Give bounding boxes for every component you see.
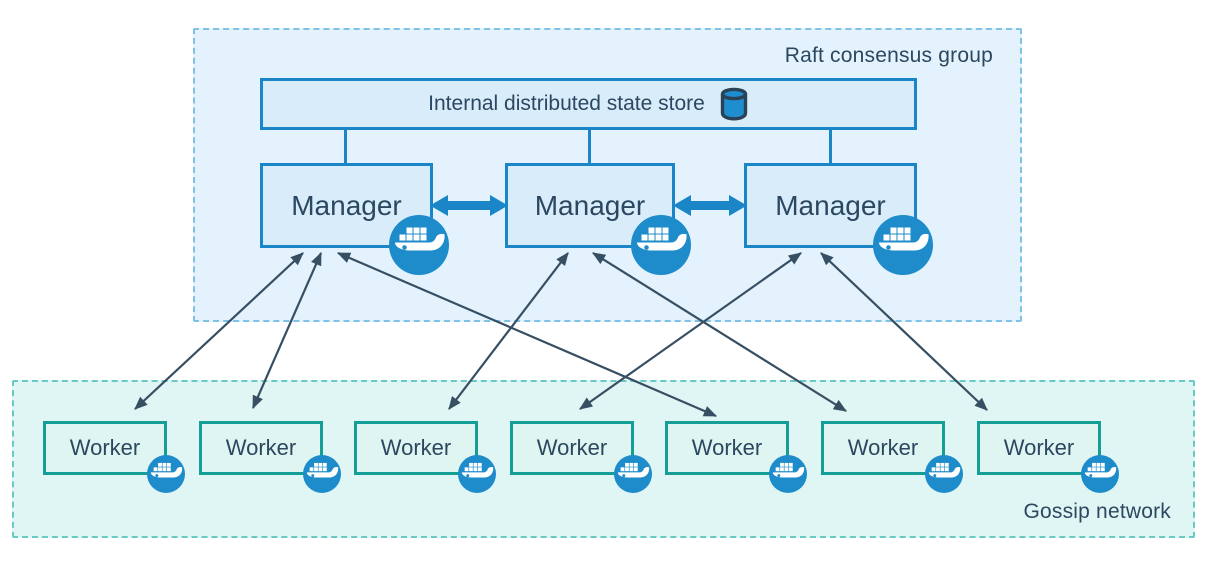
worker-4-label: Worker (536, 435, 608, 460)
worker-4-box: Worker (510, 421, 634, 475)
gossip-network-label: Gossip network (1023, 500, 1171, 523)
store-manager3-connector (829, 130, 832, 163)
worker-3-label: Worker (380, 435, 452, 460)
worker-2-label: Worker (225, 435, 297, 460)
database-cylinder-icon (719, 87, 749, 121)
worker-5-box: Worker (665, 421, 789, 475)
manager-3-label: Manager (775, 189, 886, 221)
worker-1-box: Worker (43, 421, 167, 475)
raft-consensus-group-label: Raft consensus group (784, 44, 993, 67)
state-store-box: Internal distributed state store (260, 78, 917, 130)
worker-5-label: Worker (691, 435, 763, 460)
manager-2-label: Manager (534, 189, 646, 221)
manager-1-label: Manager (291, 189, 402, 221)
store-manager2-connector (588, 130, 591, 163)
worker-6-label: Worker (847, 435, 919, 460)
worker-1-label: Worker (69, 435, 141, 460)
worker-7-label: Worker (1003, 435, 1075, 460)
worker-6-box: Worker (821, 421, 945, 475)
manager-1-box: Manager (260, 163, 433, 248)
store-manager1-connector (344, 130, 347, 163)
state-store-label: Internal distributed state store (428, 92, 705, 115)
worker-2-box: Worker (199, 421, 323, 475)
manager-2-box: Manager (505, 163, 675, 248)
manager-3-box: Manager (744, 163, 917, 248)
worker-7-box: Worker (977, 421, 1101, 475)
worker-3-box: Worker (354, 421, 478, 475)
